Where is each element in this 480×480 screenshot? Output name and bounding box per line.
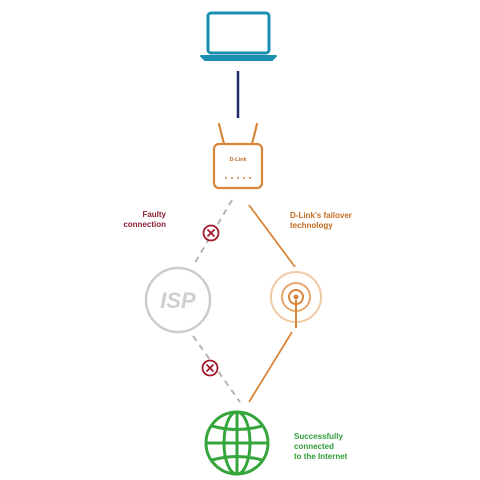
success-label-line-1: Successfully [294, 432, 343, 441]
failover-technology-label: D-Link's failover technology [290, 211, 352, 231]
success-label-line-3: to the Internet [294, 452, 348, 461]
success-label-line-2: connected [294, 442, 335, 451]
failover-label-line-2: technology [290, 221, 333, 230]
x-circle-icon [202, 224, 220, 242]
wireless-tower-icon [270, 271, 322, 328]
faulty-label-line-2: connection [123, 220, 166, 229]
router-brand: D-Link [229, 157, 247, 163]
laptop-icon [200, 11, 277, 61]
faulty-connection-line-lower [192, 335, 241, 403]
x-circle-icon [201, 359, 219, 377]
failover-line-lower [248, 331, 293, 403]
globe-icon [204, 410, 270, 476]
router-icon: D-Link [212, 122, 264, 190]
failover-label-line-1: D-Link's failover [290, 211, 352, 220]
failover-line-upper [248, 204, 296, 268]
success-label: Successfully connected to the Internet [294, 432, 347, 462]
faulty-connection-label: Faulty connection [104, 210, 166, 230]
isp-label: ISP [160, 288, 196, 313]
isp-icon: ISP [144, 266, 212, 334]
faulty-label-line-1: Faulty [142, 210, 166, 219]
